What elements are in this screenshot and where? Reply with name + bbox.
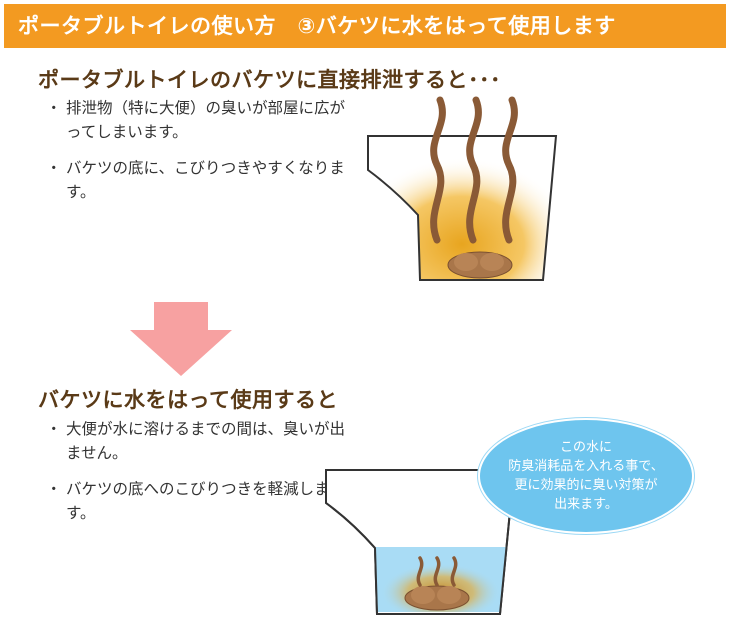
callout-line: 更に効果的に臭い対策が: [514, 478, 658, 493]
list-item: バケツの底へのこびりつきを軽減します。: [46, 477, 356, 525]
callout-text: この水に 防臭消耗品を入れる事で、 更に効果的に臭い対策が 出来ます。: [491, 438, 681, 514]
list-item: 大便が水に溶けるまでの間は、臭いが出ません。: [46, 417, 356, 465]
callout-line: この水に: [559, 440, 612, 455]
odor-wave-icon: [433, 556, 441, 587]
callout-bubble: この水に 防臭消耗品を入れる事で、 更に効果的に臭い対策が 出来ます。: [478, 418, 694, 534]
bullets-without-water: 排泄物（特に大便）の臭いが部屋に広がってしまいます。 バケツの底に、こびりつきや…: [46, 96, 356, 216]
heading-without-water: ポータブルトイレのバケツに直接排泄すると･･･: [38, 68, 501, 92]
header-title: ポータブルトイレの使い方 ③バケツに水をはって使用します: [4, 4, 726, 48]
odor-wave-icon: [416, 556, 424, 587]
heading-with-water: バケツに水をはって使用すると: [38, 388, 338, 412]
callout-line: 防臭消耗品を入れる事で、: [508, 459, 664, 474]
list-item: 排泄物（特に大便）の臭いが部屋に広がってしまいます。: [46, 96, 356, 144]
odor-wave-icon: [502, 96, 518, 244]
odor-wave-icon: [466, 96, 482, 244]
odor-wave-icon: [450, 556, 458, 587]
odor-wave-icon: [430, 96, 446, 244]
callout-line: 出来ます。: [554, 497, 618, 512]
bullets-with-water: 大便が水に溶けるまでの間は、臭いが出ません。 バケツの底へのこびりつきを軽減しま…: [46, 417, 356, 537]
list-item: バケツの底に、こびりつきやすくなります。: [46, 156, 356, 204]
